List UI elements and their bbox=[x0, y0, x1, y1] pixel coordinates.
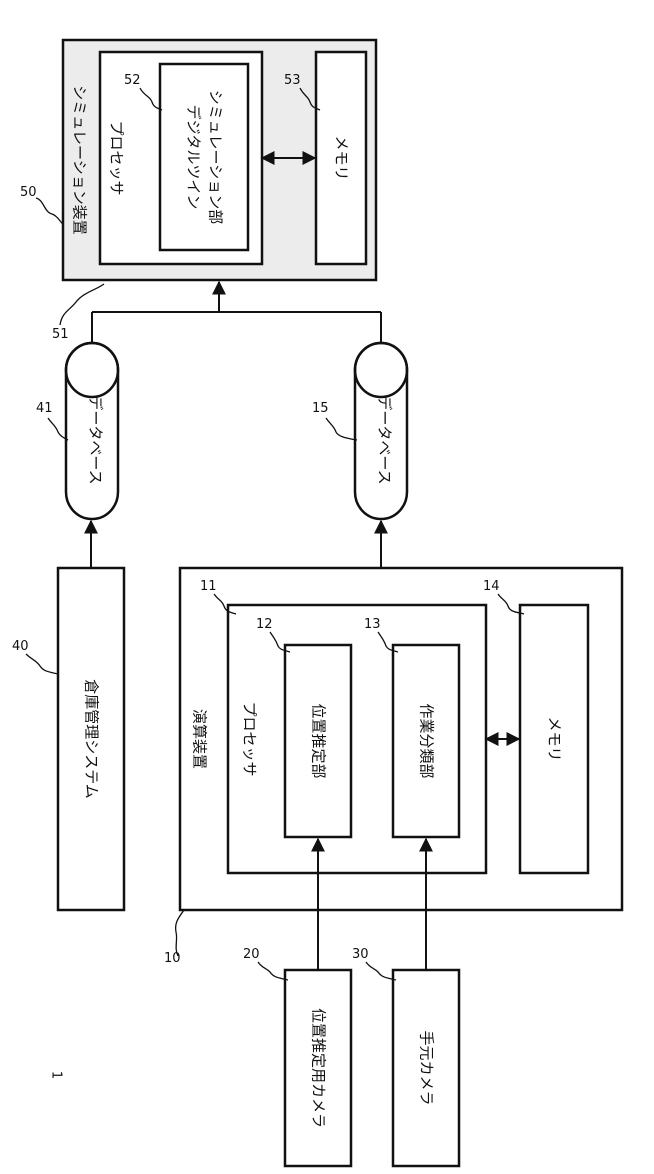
warehouse-system-label: 倉庫管理システム bbox=[83, 679, 101, 799]
ref-20-leader bbox=[258, 962, 288, 980]
ref-50-leader bbox=[36, 198, 63, 224]
position-camera-label: 位置推定用カメラ bbox=[310, 1008, 328, 1128]
work-classifier-label: 作業分類部 bbox=[418, 703, 436, 778]
ref-15: 15 bbox=[312, 401, 329, 416]
ref-51-leader bbox=[60, 284, 104, 325]
simulation-memory-label: メモリ bbox=[333, 135, 351, 180]
computing-memory-label: メモリ bbox=[546, 716, 564, 761]
ref-30: 30 bbox=[352, 947, 369, 962]
simulation-processor-label: プロセッサ bbox=[108, 120, 126, 195]
ref-53: 53 bbox=[284, 73, 301, 88]
ref-13: 13 bbox=[364, 617, 381, 632]
ref-14: 14 bbox=[483, 579, 500, 594]
ref-50: 50 bbox=[20, 185, 37, 200]
simulation-device-label: シミュレーション装置 bbox=[71, 85, 89, 234]
hand-camera-label: 手元カメラ bbox=[418, 1030, 436, 1105]
digital-twin-label-line2: シミュレーション部 bbox=[207, 90, 225, 224]
ref-10-leader bbox=[176, 910, 184, 956]
computing-device-label: 演算装置 bbox=[191, 709, 209, 769]
database-bottom-label: データベース bbox=[376, 395, 394, 484]
ref-15-leader bbox=[326, 418, 357, 440]
ref-20: 20 bbox=[243, 947, 260, 962]
ref-52: 52 bbox=[124, 73, 141, 88]
database-top-label: データベース bbox=[87, 395, 105, 484]
digital-twin-label-line1: デジタルツイン bbox=[185, 105, 203, 210]
ref-41: 41 bbox=[36, 401, 53, 416]
ref-30-leader bbox=[366, 962, 396, 980]
figure-ref: 1 bbox=[49, 1071, 64, 1079]
ref-51: 51 bbox=[52, 327, 69, 342]
computing-processor-label: プロセッサ bbox=[241, 701, 259, 776]
ref-12: 12 bbox=[256, 617, 273, 632]
ref-11: 11 bbox=[200, 579, 217, 594]
ref-40: 40 bbox=[12, 639, 29, 654]
ref-10: 10 bbox=[164, 951, 181, 966]
ref-40-leader bbox=[26, 654, 58, 674]
position-estimator-label: 位置推定部 bbox=[310, 703, 328, 778]
digital-twin-box bbox=[160, 64, 248, 250]
